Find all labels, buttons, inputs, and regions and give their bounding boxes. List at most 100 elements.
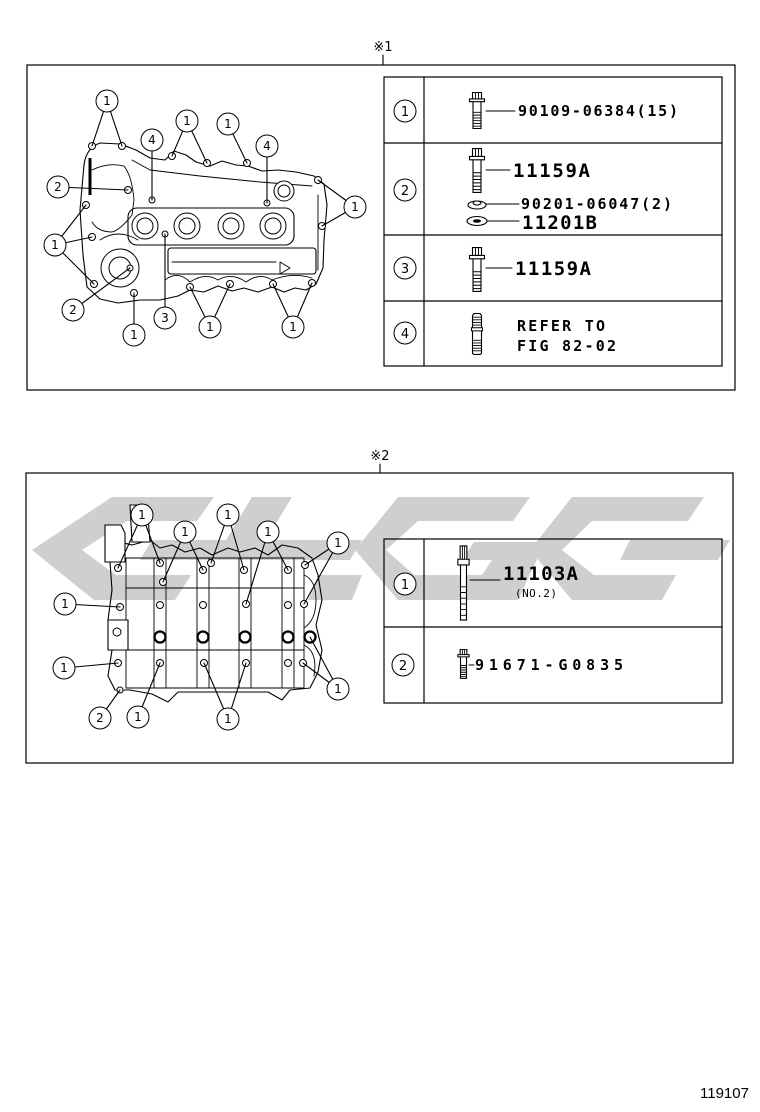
part-number: 11159A: [515, 258, 592, 280]
part-number: 11103A: [503, 563, 579, 585]
callout-circle: [43, 233, 67, 257]
row-ref-number: 3: [401, 262, 409, 277]
panel-1-label: ※1: [373, 40, 392, 55]
watermark-shape: [620, 540, 730, 560]
plug-hole-inner: [136, 217, 154, 235]
row-ref-number: 2: [401, 184, 409, 199]
callout-circle: [122, 323, 146, 347]
callout-circle: [256, 520, 280, 544]
leader-line: [57, 186, 129, 191]
flange-bolt-icon: [468, 92, 486, 129]
callout-circle: [126, 705, 150, 729]
callout-circle: [153, 306, 177, 330]
row-ref-number: 2: [399, 659, 407, 674]
callout-number: 1: [206, 320, 214, 334]
main-bearing-bolt-holes: [153, 630, 317, 644]
callout-number: 1: [103, 94, 111, 108]
callout-number: 1: [264, 525, 272, 539]
illustration-number: 119107: [700, 1085, 749, 1102]
cover-lower-flange: [164, 275, 313, 283]
callout-number: 1: [224, 508, 232, 522]
part-number: 11159A: [513, 160, 591, 182]
callout-circle: [173, 520, 197, 544]
callout-number: 1: [289, 320, 297, 334]
part-number: 90201-06047(2): [521, 195, 672, 213]
callout-number: 1: [181, 525, 189, 539]
callout-circle: [343, 195, 367, 219]
cylinder-head-cover-drawing: [79, 142, 328, 304]
crankcase-outline: [107, 539, 323, 703]
panel-2-label: ※2: [370, 449, 389, 464]
callout-circle: [281, 315, 305, 339]
baffle-plate: [167, 247, 317, 275]
callout-circle: [88, 706, 112, 730]
flange-bolt-icon: [457, 649, 470, 679]
callout-number: 1: [134, 710, 142, 724]
callout-circle: [46, 175, 70, 199]
callout-circle: [175, 109, 199, 133]
reference-note: REFER TO: [517, 317, 605, 335]
part-number: 91671-G0835: [475, 656, 623, 674]
callout-number: 2: [54, 180, 62, 194]
washer-hole: [472, 200, 482, 206]
panel-1-frame: [26, 64, 736, 391]
callout-circle: [216, 503, 240, 527]
watermark-shape: [226, 497, 292, 540]
callout-number: 1: [334, 682, 342, 696]
flat-washer-icon: [466, 215, 488, 227]
main-bearing-bulkheads: [125, 557, 305, 689]
table-grid: [384, 539, 722, 703]
panel-1-leader-lines: [54, 100, 356, 336]
table-row-3: 3 11159A: [393, 247, 592, 292]
cover-outline: [79, 142, 328, 304]
crankcase-bottom-drawing: [104, 504, 323, 703]
parts-table-2: 1 11103A (NO.2) 2 91671-G0835: [383, 538, 723, 704]
row-ref-circle: [393, 178, 417, 202]
table-grid: [384, 77, 722, 366]
plug-hole-inner: [264, 217, 282, 235]
callout-number: 2: [69, 303, 77, 317]
callout-number: 1: [61, 597, 69, 611]
table-row-2: 2 11159A 90201-06047(2) 11201B: [393, 148, 672, 234]
stud-bolt-icon: [470, 313, 484, 355]
plug-hole-inner: [178, 217, 196, 235]
table-border: [383, 538, 723, 704]
callout-circle: [130, 503, 154, 527]
row-ref-circle: [393, 99, 417, 123]
parts-table-1: 1 90109-06384(15) 2 11159A 90201-06047(2…: [383, 76, 723, 367]
callout-number: 1: [51, 238, 59, 252]
row-ref-circle: [393, 321, 417, 345]
panel-2: ※2: [25, 449, 734, 764]
callout-number: 4: [263, 139, 271, 153]
row-ref-circle: [393, 572, 417, 596]
bolt-bosses: [82, 142, 327, 297]
callout-number: 1: [138, 508, 146, 522]
reference-figure: FIG 82-02: [517, 337, 616, 355]
callout-number: 1: [224, 712, 232, 726]
callout-circle: [140, 128, 164, 152]
row-ref-number: 1: [401, 105, 409, 120]
bolt-holes: [112, 559, 310, 694]
part-note: (NO.2): [515, 587, 557, 600]
callout-circle: [198, 315, 222, 339]
table-row-2: 2 91671-G0835: [391, 649, 623, 679]
flange-bolt-icon: [468, 148, 486, 193]
row-ref-number: 4: [401, 327, 409, 342]
callout-circle: [52, 656, 76, 680]
table-row-1: 1 11103A (NO.2): [393, 545, 579, 621]
row-ref-circle: [391, 653, 415, 677]
callout-number: 1: [60, 661, 68, 675]
callout-circle: [326, 531, 350, 555]
part-number: 90109-06384(15): [518, 102, 678, 120]
panel-1: ※1: [26, 40, 736, 391]
callout-circle: [53, 592, 77, 616]
part-number: 11201B: [522, 212, 597, 234]
spark-plug-holes: [131, 212, 287, 240]
timing-chain-case-edge: [91, 164, 139, 241]
oil-filler-inner: [277, 184, 291, 198]
watermark-shape: [32, 497, 214, 600]
spark-plug-well-area: [127, 207, 295, 246]
table-row-4: 4 REFER TO FIG 82-02: [393, 313, 616, 355]
